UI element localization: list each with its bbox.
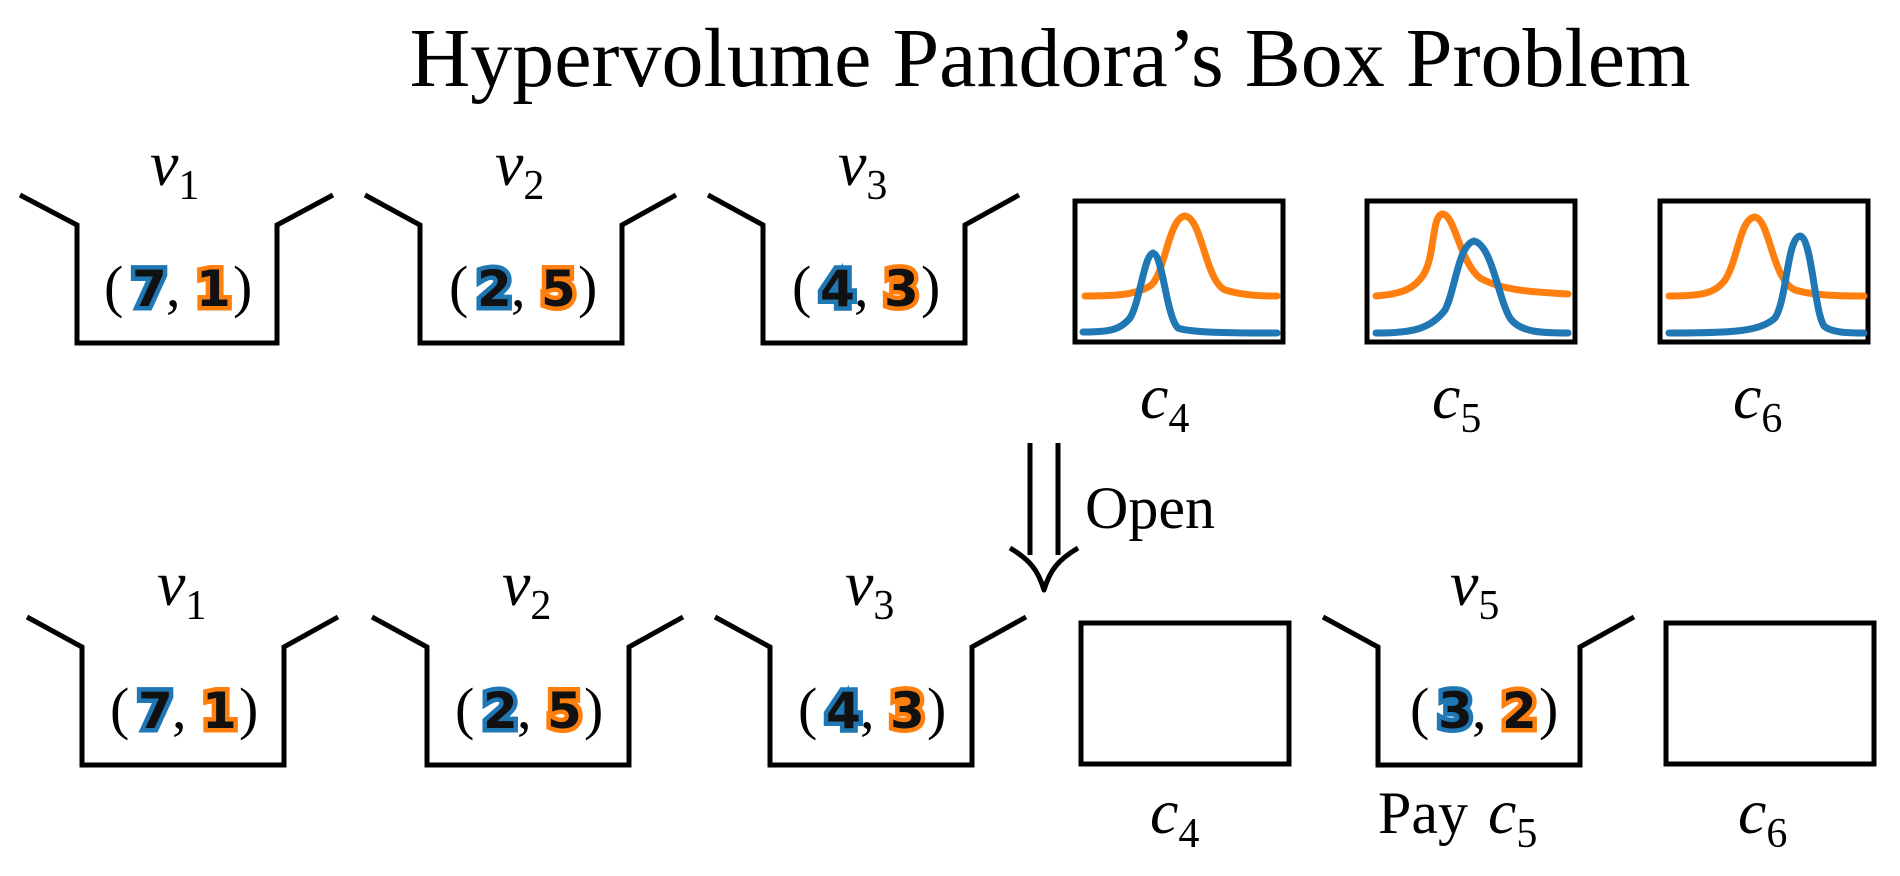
top-c6-label: c6 <box>1733 361 1782 442</box>
bottom-v3-values: ( 4 , 3 ) <box>798 676 946 745</box>
svg-text:(: ( <box>104 254 123 319</box>
bottom-v2-values: ( 2 , 5 ) <box>455 676 603 745</box>
svg-text:,: , <box>1472 676 1487 741</box>
top-v1-label: v1 <box>150 128 199 209</box>
top-c4-label: c4 <box>1140 361 1189 442</box>
svg-text:5: 5 <box>541 260 576 318</box>
svg-text:1: 1 <box>202 682 237 740</box>
open-label: Open <box>1085 475 1215 541</box>
top-closed-box-c6: c6 <box>1657 198 1871 442</box>
bottom-c4-label: c4 <box>1150 776 1199 857</box>
bottom-closed-box-c6: c6 <box>1663 620 1877 857</box>
svg-text:,: , <box>172 676 187 741</box>
top-v2-label: v2 <box>495 128 544 209</box>
bottom-v1-label: v1 <box>157 548 206 629</box>
bottom-v5-values: ( 3 , 2 ) <box>1410 676 1558 745</box>
top-v2-values: ( 2 , 5 ) <box>449 254 597 323</box>
top-open-box-v2: v2 ( 2 , 5 ) <box>363 128 678 346</box>
svg-text:,: , <box>517 676 532 741</box>
svg-text:3: 3 <box>890 682 925 740</box>
top-v3-values: ( 4 , 3 ) <box>792 254 940 323</box>
svg-text:): ) <box>584 676 603 741</box>
svg-text:(: ( <box>798 676 817 741</box>
svg-text:): ) <box>921 254 940 319</box>
top-open-box-v3: v3 ( 4 , 3 ) <box>706 128 1021 346</box>
svg-text:(: ( <box>455 676 474 741</box>
svg-text:2: 2 <box>483 682 518 740</box>
bottom-open-box-v3: v3 ( 4 , 3 ) <box>713 548 1028 768</box>
svg-text:7: 7 <box>138 682 173 740</box>
top-v1-values: ( 7 , 1 ) <box>104 254 252 323</box>
diagram-title: Hypervolume Pandora’s Box Problem <box>410 12 1691 105</box>
svg-text:(: ( <box>449 254 468 319</box>
svg-text:3: 3 <box>1438 682 1473 740</box>
top-v3-label: v3 <box>838 128 887 209</box>
svg-text:1: 1 <box>196 260 231 318</box>
svg-text:): ) <box>1539 676 1558 741</box>
svg-text:,: , <box>860 676 875 741</box>
bottom-open-box-v1: v1 ( 7 , 1 ) <box>25 548 340 768</box>
bottom-v1-values: ( 7 , 1 ) <box>110 676 258 745</box>
svg-text:,: , <box>166 254 181 319</box>
top-open-box-v1: v1 ( 7 , 1 ) <box>18 128 335 346</box>
svg-text:(: ( <box>110 676 129 741</box>
svg-text:,: , <box>511 254 526 319</box>
svg-text:): ) <box>233 254 252 319</box>
bottom-v2-label: v2 <box>502 548 551 629</box>
top-closed-box-c5: c5 <box>1364 198 1578 442</box>
svg-text:): ) <box>239 676 258 741</box>
double-down-arrow-icon <box>1008 443 1080 593</box>
bottom-c6-label: c6 <box>1738 776 1787 857</box>
svg-text:): ) <box>927 676 946 741</box>
svg-text:2: 2 <box>477 260 512 318</box>
bottom-open-box-v2: v2 ( 2 , 5 ) <box>370 548 685 768</box>
top-c5-label: c5 <box>1432 361 1481 442</box>
svg-text:,: , <box>854 254 869 319</box>
bottom-v5-label: v5 <box>1450 548 1499 629</box>
svg-text:4: 4 <box>820 260 855 318</box>
open-transition: Open <box>1008 443 1215 593</box>
svg-text:(: ( <box>792 254 811 319</box>
c4-orange-distribution <box>1081 212 1281 300</box>
c5-orange-distribution <box>1372 210 1572 300</box>
svg-text:7: 7 <box>132 260 167 318</box>
c5-blue-distribution <box>1372 237 1572 337</box>
svg-text:(: ( <box>1410 676 1429 741</box>
bottom-closed-box-c4: c4 <box>1078 620 1292 857</box>
c6-blue-distribution <box>1665 232 1868 337</box>
bottom-v3-label: v3 <box>845 548 894 629</box>
svg-text:3: 3 <box>884 260 919 318</box>
top-closed-box-c4: c4 <box>1072 198 1286 442</box>
svg-text:4: 4 <box>826 682 861 740</box>
c4-blue-distribution <box>1079 249 1281 337</box>
c6-orange-distribution <box>1665 213 1868 300</box>
svg-text:2: 2 <box>1502 682 1537 740</box>
svg-text:5: 5 <box>547 682 582 740</box>
svg-text:): ) <box>578 254 597 319</box>
